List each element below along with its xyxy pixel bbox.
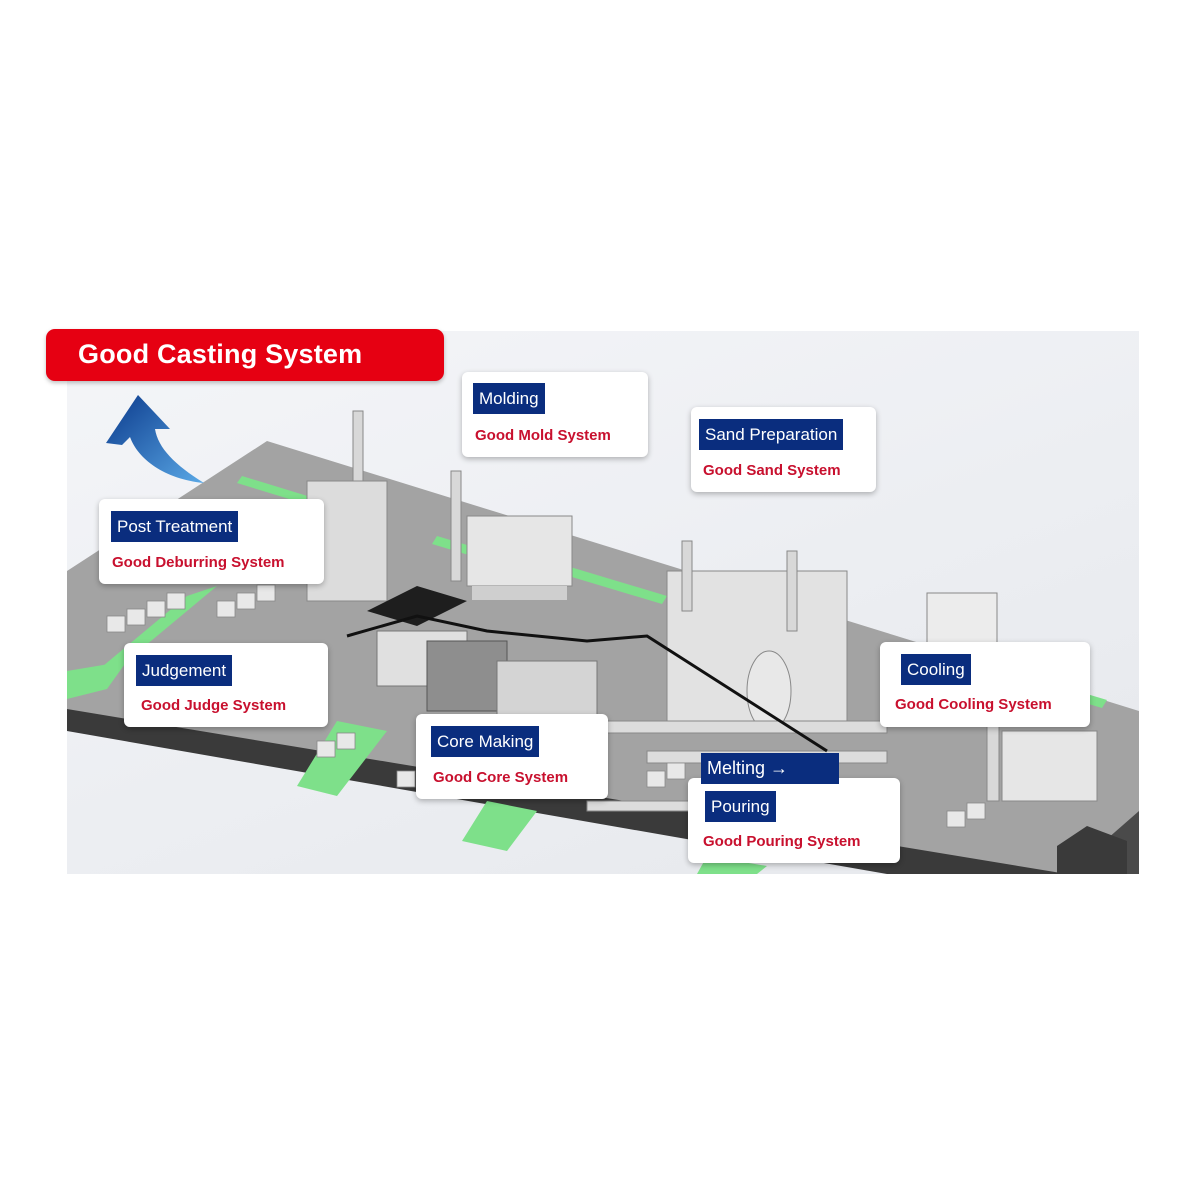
pouring-label: Pouring bbox=[705, 791, 776, 822]
post-treatment-label: Post Treatment bbox=[111, 511, 238, 542]
sand-preparation-label: Sand Preparation bbox=[699, 419, 843, 450]
pouring-card: Pouring Good Pouring System bbox=[688, 778, 900, 863]
post-treatment-card: Post Treatment Good Deburring System bbox=[99, 499, 324, 584]
judgement-label: Judgement bbox=[136, 655, 232, 686]
judgement-card: Judgement Good Judge System bbox=[124, 643, 328, 727]
title-banner: Good Casting System bbox=[46, 329, 444, 381]
page-title: Good Casting System bbox=[78, 339, 362, 370]
core-system: Good Core System bbox=[433, 769, 568, 786]
cooling-label: Cooling bbox=[901, 654, 971, 685]
sand-system: Good Sand System bbox=[703, 462, 841, 479]
deburring-system: Good Deburring System bbox=[112, 554, 285, 571]
cooling-system: Good Cooling System bbox=[895, 696, 1052, 713]
core-making-label: Core Making bbox=[431, 726, 539, 757]
sand-preparation-card: Sand Preparation Good Sand System bbox=[691, 407, 876, 492]
melting-label: Melting → bbox=[701, 753, 839, 784]
molding-label: Molding bbox=[473, 383, 545, 414]
judge-system: Good Judge System bbox=[141, 697, 286, 714]
curved-up-arrow-icon bbox=[100, 393, 210, 488]
core-making-card: Core Making Good Core System bbox=[416, 714, 608, 799]
cooling-card: Cooling Good Cooling System bbox=[880, 642, 1090, 727]
molding-system: Good Mold System bbox=[475, 427, 611, 444]
pouring-system: Good Pouring System bbox=[703, 833, 861, 850]
molding-card: Molding Good Mold System bbox=[462, 372, 648, 457]
